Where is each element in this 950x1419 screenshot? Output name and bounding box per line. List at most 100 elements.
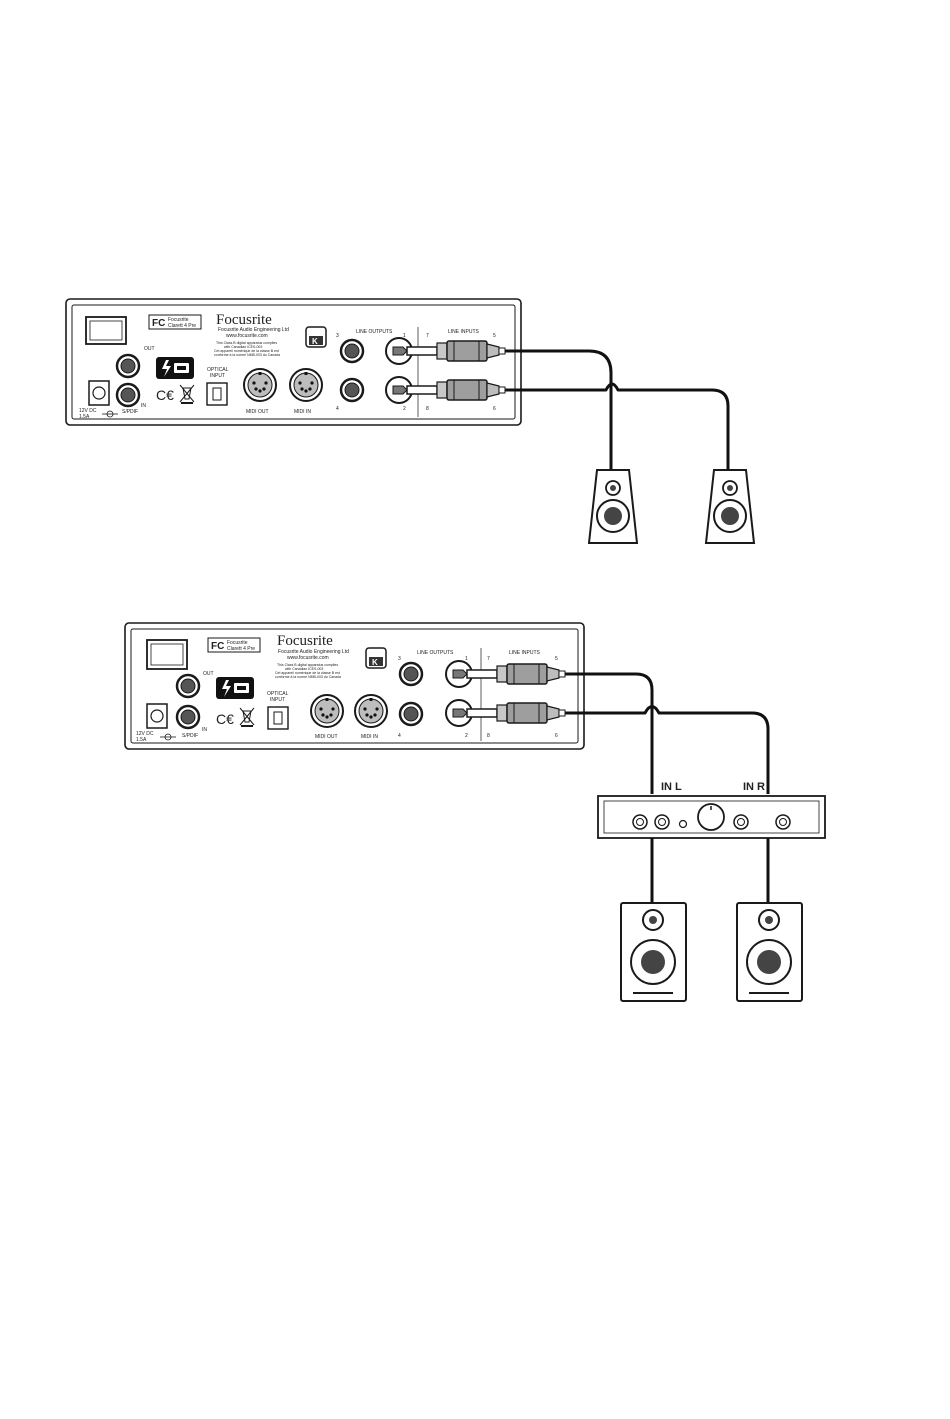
cable-right	[565, 705, 770, 794]
amp-input-left-label: IN L	[661, 781, 682, 793]
optical-input-label: INPUT	[210, 373, 225, 379]
line-output-4[interactable]	[398, 701, 424, 727]
thunderbolt-icon	[156, 357, 194, 379]
interface-rear-panel: 12V DC 1.5A OUT IN S/PDIF C€	[65, 298, 522, 426]
power-label: 12V DC	[136, 731, 154, 737]
line-outputs-label: LINE OUTPUTS	[356, 329, 393, 335]
thunderbolt-icon	[216, 677, 254, 699]
amplifier	[597, 795, 826, 839]
midi-in-label: MIDI IN	[361, 734, 378, 740]
compliance-line: conforme à la norme NMB-003 du Canada	[214, 353, 280, 357]
optical-input-port[interactable]	[267, 706, 289, 730]
amp-knob[interactable]	[775, 814, 791, 830]
diagram-amplifier-speakers: 12V DC 1.5A OUT IN S/PDIF C€	[124, 622, 826, 1002]
speaker-right	[704, 469, 756, 544]
company-name: Focusrite Audio Engineering Ltd	[278, 649, 349, 655]
amp-led	[678, 819, 688, 829]
spdif-label: S/PDIF	[122, 409, 138, 415]
compliance-line: with Canadian ICES-003	[285, 667, 323, 671]
amp-knob[interactable]	[632, 814, 648, 830]
fcc-mark: FC	[211, 641, 224, 652]
in-label: IN	[141, 403, 146, 409]
ce-mark-icon: C€	[156, 387, 174, 403]
spdif-out-jack[interactable]	[175, 673, 201, 699]
spdif-in-jack[interactable]	[175, 704, 201, 730]
website: www.focusrite.com	[287, 655, 329, 661]
midi-in-label: MIDI IN	[294, 409, 311, 415]
input-number: 8	[487, 733, 490, 739]
line-inputs-label: LINE INPUTS	[509, 650, 541, 656]
fcc-logo: FC Focusrite Clarett 4 Pre	[148, 314, 202, 330]
input-number: 5	[555, 656, 558, 662]
output-number: 2	[403, 406, 406, 412]
compliance-line: This Class B digital apparatus complies	[216, 341, 277, 345]
speaker-left	[620, 902, 687, 1002]
cable-right	[505, 382, 730, 470]
input-number: 7	[426, 333, 429, 339]
svg-text:K: K	[372, 658, 378, 667]
power-switch[interactable]	[146, 639, 188, 670]
speaker-left	[587, 469, 639, 544]
amp-input-right-label: IN R	[743, 781, 765, 793]
output-number: 3	[398, 656, 401, 662]
diagram-direct-speakers: 12V DC 1.5A OUT IN S/PDIF C€	[65, 298, 756, 544]
spdif-in-jack[interactable]	[115, 382, 141, 408]
line-inputs-label: LINE INPUTS	[448, 329, 480, 335]
optical-input-port[interactable]	[206, 382, 228, 406]
power-current-label: 1.5A	[79, 414, 90, 420]
input-number: 6	[555, 733, 558, 739]
dc-polarity-icon	[102, 410, 118, 418]
compliance-line: with Canadian ICES-003	[224, 345, 262, 349]
optical-label: OPTICAL	[207, 367, 229, 373]
compliance-line: Cet appareil numérique de la classe B es…	[214, 349, 279, 353]
midi-out-port[interactable]	[310, 694, 344, 728]
website: www.focusrite.com	[226, 333, 268, 339]
output-number: 4	[336, 406, 339, 412]
line-output-4[interactable]	[339, 377, 365, 403]
svg-text:K: K	[312, 337, 318, 346]
amp-knob[interactable]	[733, 814, 749, 830]
cable-left	[505, 349, 613, 470]
midi-out-label: MIDI OUT	[315, 734, 338, 740]
brand-logo: Focusrite	[216, 312, 272, 328]
fcc-model: Clarett 4 Pre	[227, 646, 255, 652]
weee-bin-icon	[179, 384, 195, 404]
dc-polarity-icon	[160, 733, 176, 741]
k-logo-icon: K	[305, 326, 327, 348]
k-logo-icon: K	[365, 647, 387, 669]
fcc-mark: FC	[152, 318, 165, 329]
amp-volume-knob[interactable]	[697, 803, 725, 831]
out-label: OUT	[144, 346, 155, 352]
in-label: IN	[202, 727, 207, 733]
fcc-model: Clarett 4 Pre	[168, 323, 196, 329]
output-number: 4	[398, 733, 401, 739]
midi-in-port[interactable]	[354, 694, 388, 728]
optical-label: OPTICAL	[267, 691, 289, 697]
out-label: OUT	[203, 671, 214, 677]
power-switch[interactable]	[85, 316, 127, 345]
midi-out-port[interactable]	[243, 368, 277, 402]
spdif-out-jack[interactable]	[115, 353, 141, 379]
dc-power-socket[interactable]	[146, 703, 168, 729]
ce-mark-icon: C€	[216, 711, 234, 727]
line-output-3[interactable]	[339, 338, 365, 364]
cable-left	[565, 672, 654, 794]
power-current-label: 1.5A	[136, 737, 147, 743]
dc-power-socket[interactable]	[88, 380, 110, 406]
company-name: Focusrite Audio Engineering Ltd	[218, 327, 289, 333]
compliance-line: This Class B digital apparatus complies	[277, 663, 338, 667]
line-output-3[interactable]	[398, 661, 424, 687]
output-number: 1	[403, 333, 406, 339]
optical-input-label: INPUT	[270, 697, 285, 703]
midi-in-port[interactable]	[289, 368, 323, 402]
fcc-logo: FC Focusrite Clarett 4 Pre	[207, 637, 261, 653]
interface-rear-panel: 12V DC 1.5A OUT IN S/PDIF C€	[124, 622, 585, 750]
amp-knob[interactable]	[654, 814, 670, 830]
input-number: 7	[487, 656, 490, 662]
line-outputs-label: LINE OUTPUTS	[417, 650, 454, 656]
output-number: 3	[336, 333, 339, 339]
input-number: 5	[493, 333, 496, 339]
output-number: 2	[465, 733, 468, 739]
power-label: 12V DC	[79, 408, 97, 414]
